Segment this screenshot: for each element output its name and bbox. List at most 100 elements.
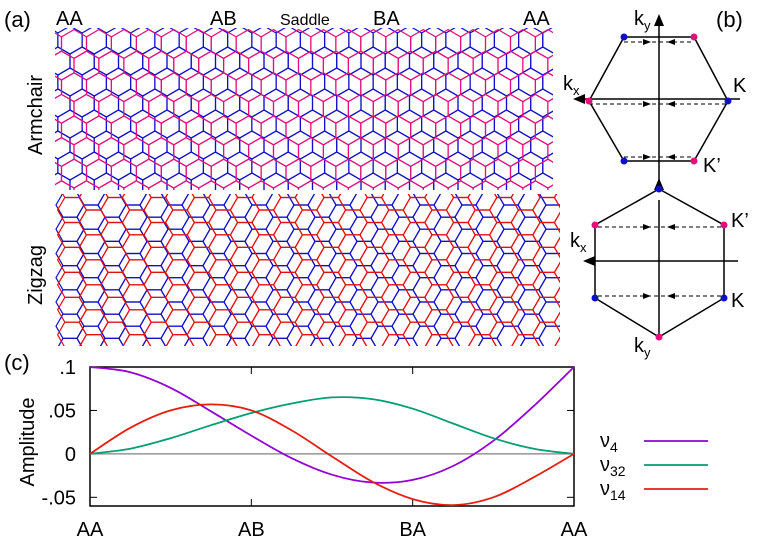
bz-top-point-blue-1 (620, 33, 628, 41)
bz-top-Kp-label: K’ (703, 155, 721, 177)
lattice-hexagon (385, 115, 412, 146)
lattice-hexagon (457, 88, 483, 118)
lattice-hexagon (509, 72, 537, 103)
lattice-hexagon (295, 360, 324, 385)
lattice-hexagon (285, 72, 312, 103)
lattice-hexagon (154, 151, 180, 181)
lattice-hexagon (143, 296, 174, 323)
bz-top-point-blue-2 (724, 97, 732, 105)
bz-bottom-point-blue-1 (655, 185, 663, 193)
lattice-hexagon (251, 151, 277, 181)
lattice-hexagon (455, 351, 483, 375)
lattice-hexagon (285, 28, 312, 60)
bz-top-arrow-2 (667, 39, 675, 45)
lattice-hexagon (202, 252, 232, 279)
bz-top-arrow-4 (667, 101, 675, 107)
lattice-hexagon (488, 221, 520, 248)
lattice-hexagon (251, 209, 282, 236)
bz-bottom-arrow-3 (643, 293, 651, 299)
legend-label-14: ν14 (600, 478, 626, 503)
lattice-hexagon (380, 259, 412, 286)
lattice-hexagon (77, 351, 105, 375)
lattice-hexagon (244, 325, 274, 346)
lattice-hexagon (245, 351, 273, 375)
y-tick-label: .05 (48, 400, 76, 422)
lattice-hexagon (425, 360, 454, 385)
lattice-hexagon (360, 347, 389, 372)
lattice-hexagon (396, 109, 423, 139)
bz-top-point-pink-2 (585, 97, 593, 105)
lattice-hexagon (190, 172, 217, 190)
lattice-hexagon (311, 46, 338, 76)
lattice-hexagon (538, 252, 560, 279)
lattice-hexagon (538, 277, 560, 303)
lattice-hexagon (422, 50, 449, 81)
lattice-hexagon (144, 347, 173, 372)
lattice-hexagon (166, 172, 192, 190)
bz-top-arrow-6 (667, 154, 675, 160)
lattice-hexagon (105, 67, 132, 97)
lattice-hexagon (553, 261, 560, 284)
lattice-hexagon (297, 93, 324, 124)
lattice-hexagon (105, 28, 132, 55)
lattice-hexagon (272, 246, 304, 273)
lattice-hexagon (55, 156, 59, 176)
lattice-hexagon (181, 289, 211, 315)
brillouin-zone-bottom: kx ky K’ K (570, 178, 749, 360)
lattice-hexagon (244, 252, 274, 279)
lattice-hexagon (497, 351, 525, 375)
bz-bottom-point-pink-1 (591, 221, 599, 229)
lattice-hexagon (272, 296, 304, 323)
brillouin-zone-top: ky kx K K’ (563, 8, 747, 185)
lattice-hexagon (267, 337, 293, 346)
lattice-hexagon (534, 72, 553, 103)
lattice-hexagon (229, 196, 260, 224)
lattice-hexagon (397, 93, 424, 124)
lattice-hexagon (532, 271, 560, 298)
lattice-hexagon (370, 325, 400, 346)
lattice-hexagon (534, 158, 553, 189)
lattice-hexagon (433, 289, 463, 315)
lattice-hexagon (496, 325, 526, 346)
lattice-hexagon (532, 196, 560, 224)
lattice-hexagon (547, 184, 553, 190)
lattice-hexagon (322, 50, 349, 81)
lattice-hexagon (467, 209, 498, 236)
lattice-hexagon (229, 221, 260, 248)
lattice-hexagon (445, 151, 471, 181)
lattice-hexagon (447, 93, 474, 124)
lattice-hexagon (532, 246, 560, 273)
lattice-hexagon (517, 194, 547, 218)
lattice-hexagon (310, 28, 337, 60)
bz-top-point-pink-3 (690, 157, 698, 165)
lattice-hexagon (223, 240, 253, 267)
stack-label-ba: BA (373, 8, 400, 30)
lattice-hexagon (143, 271, 174, 298)
lattice-hexagon (110, 28, 137, 60)
lattice-hexagon (160, 194, 190, 206)
lattice-hexagon (396, 28, 423, 55)
lattice-hexagon (392, 169, 420, 193)
lattice-hexagon (410, 28, 437, 60)
lattice-hexagon (100, 221, 131, 248)
lattice-hexagon (337, 194, 368, 211)
bz-top-ky-label: ky (634, 8, 651, 33)
lattice-hexagon (297, 136, 324, 168)
lattice-hexagon (110, 72, 137, 103)
lattice-hexagon (186, 246, 217, 273)
lattice-hexagon (509, 158, 537, 189)
lattice-hexagon (530, 172, 553, 190)
lattice-hexagon (263, 88, 289, 118)
lattice-hexagon (121, 194, 152, 211)
lattice-hexagon (553, 211, 560, 234)
lattice-hexagon (139, 240, 169, 267)
lattice-hexagon (123, 93, 150, 124)
bz-bottom-K-label: K (731, 290, 745, 312)
lattice-hexagon (60, 72, 88, 103)
lattice-hexagon (161, 351, 189, 375)
lattice-hexagon (422, 93, 449, 124)
lattice-hexagon (209, 360, 238, 385)
lattice-hexagon (229, 246, 260, 273)
lattice-hexagon (522, 136, 549, 168)
lattice-hexagon (393, 337, 419, 346)
